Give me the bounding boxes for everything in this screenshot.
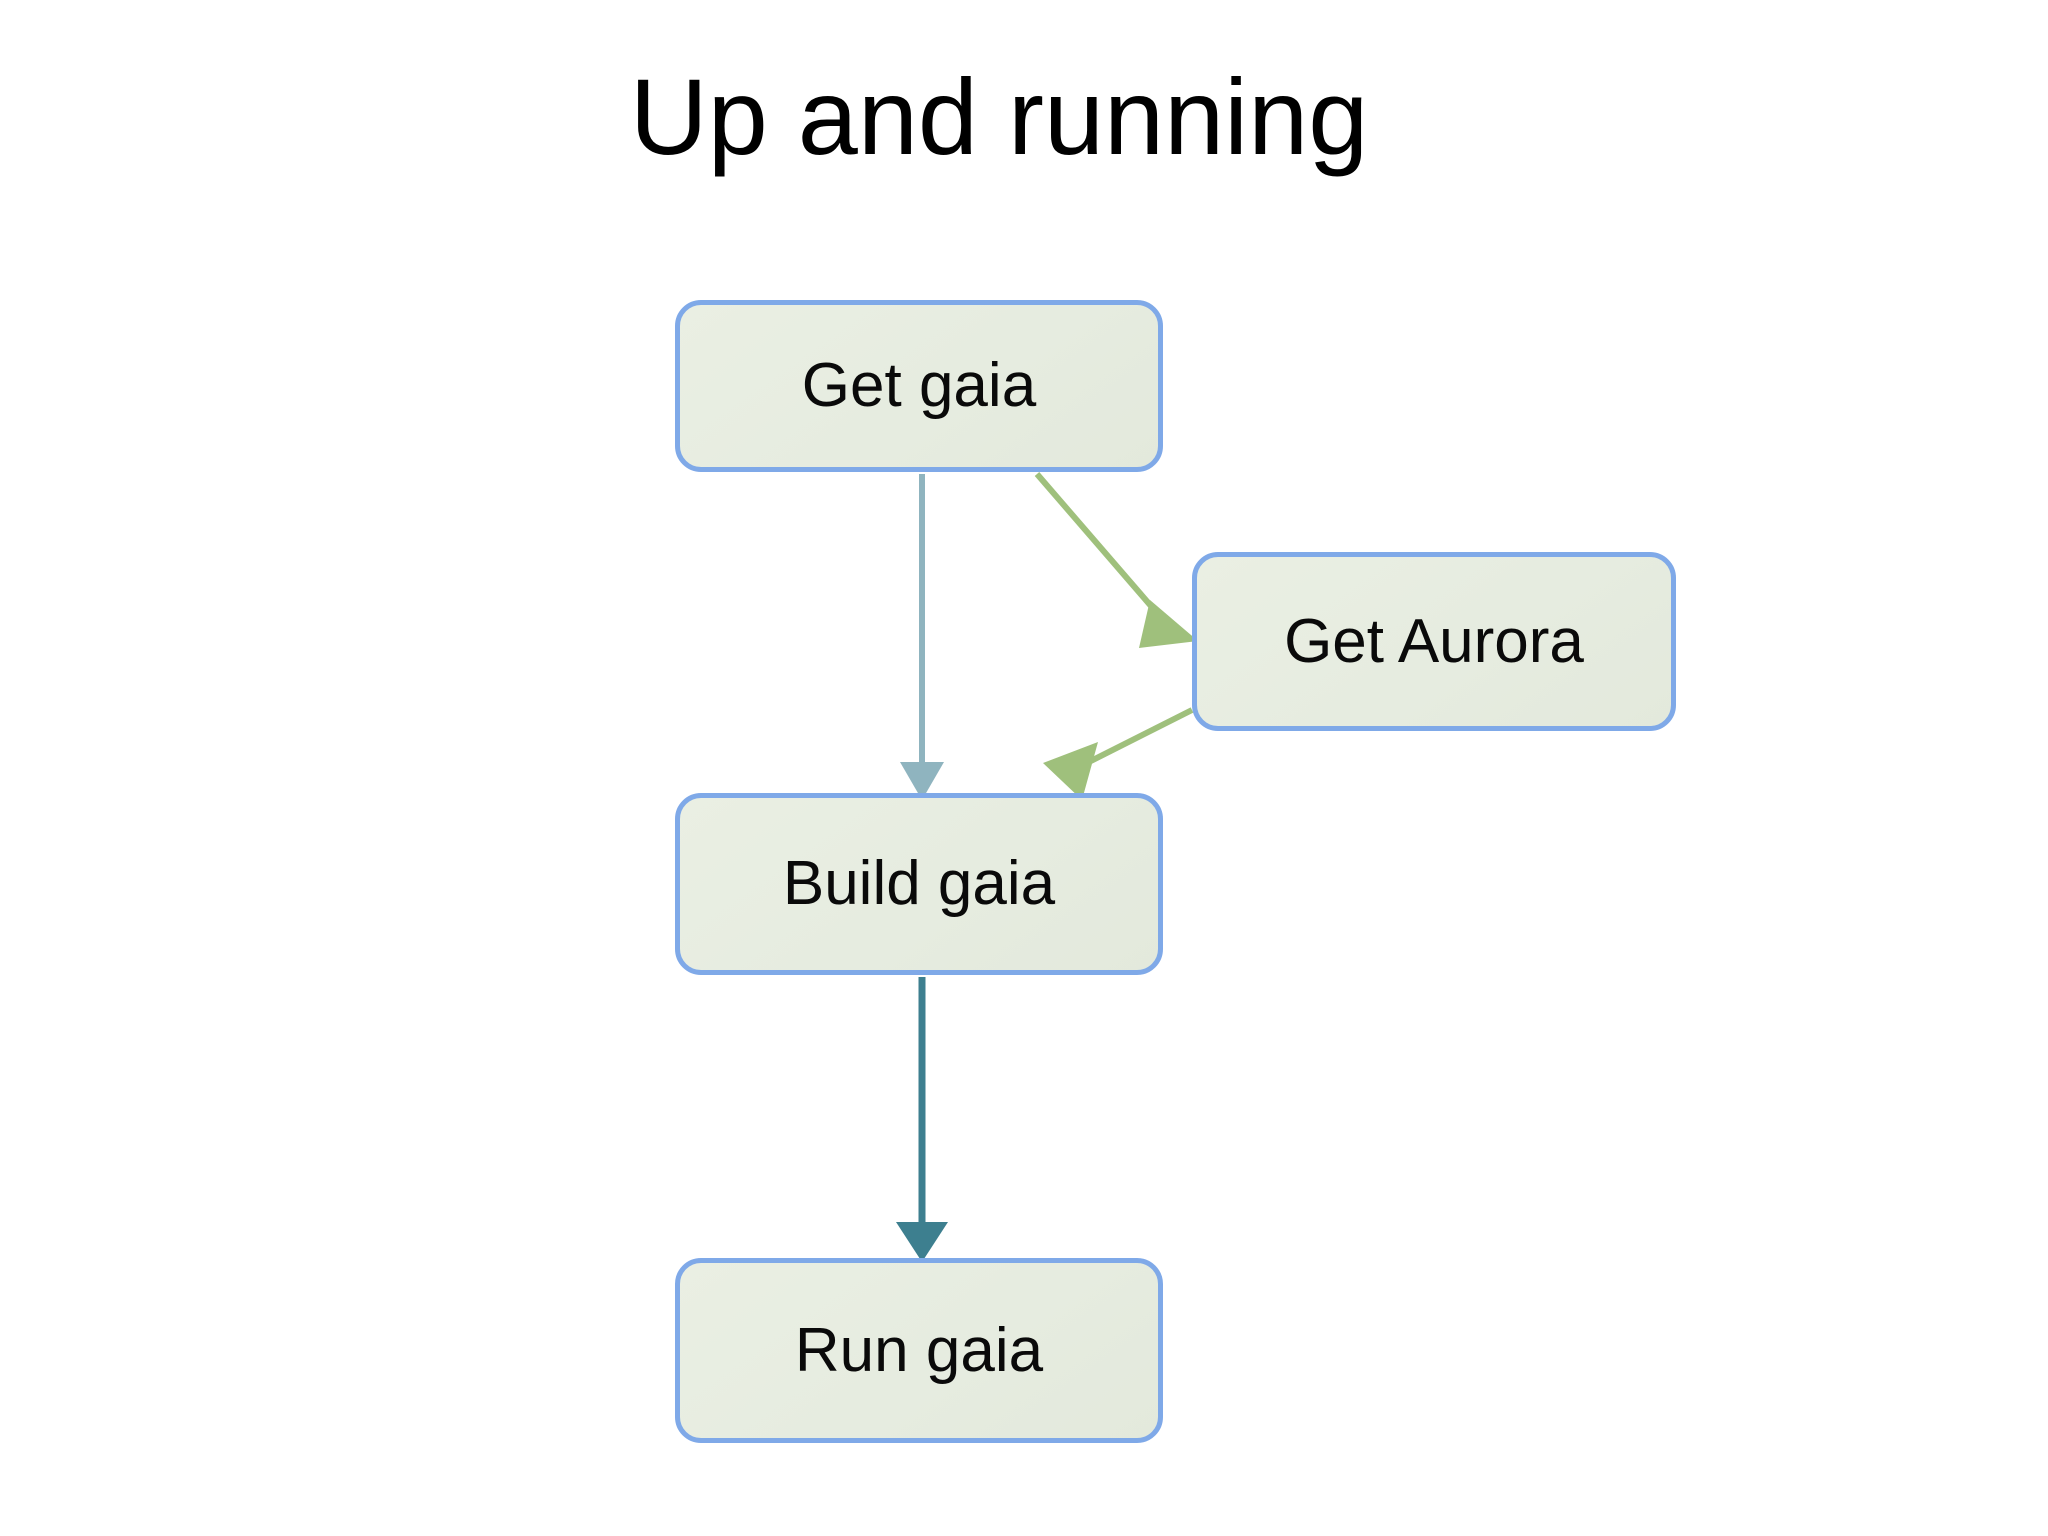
page-title: Up and running (629, 56, 1369, 177)
flowchart-node-build-gaia[interactable]: Build gaia (675, 793, 1163, 975)
edge-get-gaia-to-build-gaia (900, 474, 944, 800)
edge-get-aurora-to-build-gaia (1043, 707, 1194, 800)
node-label: Run gaia (794, 1315, 1044, 1385)
flowchart-node-run-gaia[interactable]: Run gaia (675, 1258, 1163, 1443)
edge-get-gaia-to-get-aurora (1034, 472, 1198, 648)
node-label: Get Aurora (1284, 606, 1584, 676)
arrowhead-icon (1139, 600, 1198, 648)
flowchart-node-get-aurora[interactable]: Get Aurora (1192, 552, 1676, 731)
flowchart-node-get-gaia[interactable]: Get gaia (675, 300, 1163, 472)
arrowhead-icon (896, 1222, 948, 1262)
node-label: Build gaia (782, 849, 1056, 918)
arrowhead-icon (1043, 742, 1098, 800)
edge-build-gaia-to-run-gaia (896, 977, 948, 1262)
node-label: Get gaia (801, 351, 1037, 420)
